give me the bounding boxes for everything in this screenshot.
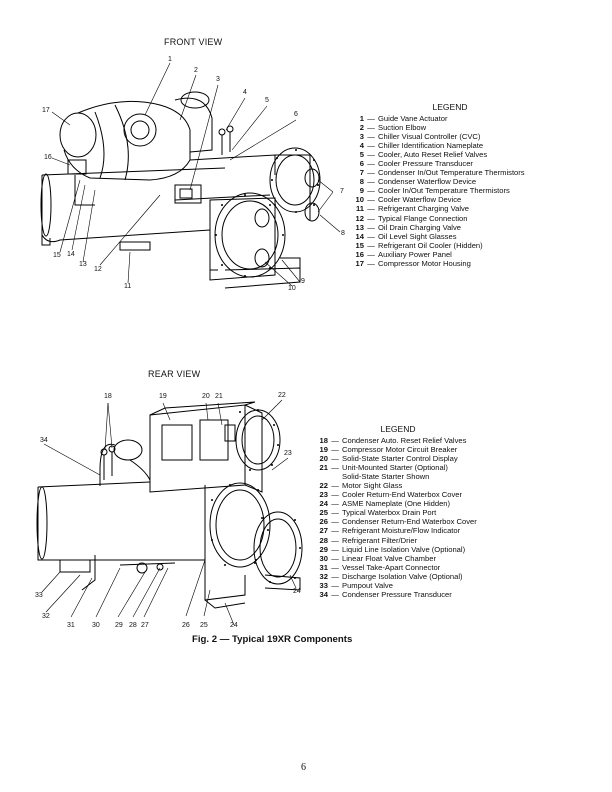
legend-row: 28—Refrigerant Filter/Drier <box>319 535 418 545</box>
legend-row: 25—Typical Waterbox Drain Port <box>319 508 437 518</box>
legend-row: 29—Liquid Line Isolation Valve (Optional… <box>319 544 466 554</box>
legend-row: 8—Condenser Waterflow Device <box>359 177 477 187</box>
legend-row: 4—Chiller Identification Nameplate <box>359 141 484 151</box>
front-legend: 1—Guide Vane Actuator 2—Suction Elbow 3—… <box>352 114 525 268</box>
legend-row: 24—ASME Nameplate (One Hidden) <box>319 499 451 509</box>
callout-30: 30 <box>92 622 100 629</box>
callout-11: 11 <box>124 283 132 290</box>
legend-row: 20—Solid-State Starter Control Display <box>319 454 458 464</box>
callout-24-bottom: 24 <box>230 622 238 629</box>
callout-28: 28 <box>129 622 137 629</box>
legend-row: 6—Cooler Pressure Transducer <box>359 159 473 169</box>
legend-row: 30—Linear Float Valve Chamber <box>319 553 436 563</box>
callout-5: 5 <box>265 97 269 104</box>
rear-legend-title: LEGEND <box>380 424 416 434</box>
callout-21: 21 <box>215 393 223 400</box>
callout-16: 16 <box>44 154 52 161</box>
callout-19: 19 <box>159 393 167 400</box>
rear-legend: 18—Condenser Auto. Reset Relief Valves 1… <box>316 436 477 599</box>
callout-31: 31 <box>67 622 75 629</box>
callout-7: 7 <box>340 188 344 195</box>
legend-row: 9—Cooler In/Out Temperature Thermistors <box>359 186 510 196</box>
callout-8: 8 <box>341 230 345 237</box>
legend-row: 19—Compressor Motor Circuit Breaker <box>319 445 458 455</box>
legend-row: 11—Refrigerant Charging Valve <box>355 204 470 214</box>
legend-row: 3—Chiller Visual Controller (CVC) <box>359 132 481 142</box>
legend-row: 7—Condenser In/Out Temperature Thermisto… <box>359 168 525 178</box>
legend-row: 33—Pumpout Valve <box>319 580 393 590</box>
callout-34: 34 <box>40 437 48 444</box>
callout-24-right: 24 <box>293 588 301 595</box>
callout-1: 1 <box>168 56 172 63</box>
legend-row: 26—Condenser Return-End Waterbox Cover <box>319 517 477 527</box>
legend-row: 34—Condenser Pressure Transducer <box>319 589 452 599</box>
callout-2: 2 <box>194 67 198 74</box>
callout-6: 6 <box>294 111 298 118</box>
legend-row: 10—Cooler Waterflow Device <box>355 195 462 205</box>
callout-20: 20 <box>202 393 210 400</box>
callout-22: 22 <box>278 392 286 399</box>
callout-29: 29 <box>115 622 123 629</box>
rear-view-title: REAR VIEW <box>148 369 201 379</box>
front-legend-title: LEGEND <box>432 102 468 112</box>
callout-18: 18 <box>104 393 112 400</box>
legend-row: 2—Suction Elbow <box>359 123 427 133</box>
callout-13: 13 <box>79 261 87 268</box>
callout-32: 32 <box>42 613 50 620</box>
legend-row: 23—Cooler Return-End Waterbox Cover <box>319 490 463 500</box>
legend-row: 27—Refrigerant Moisture/Flow Indicator <box>319 526 461 536</box>
callout-27: 27 <box>141 622 149 629</box>
callout-26: 26 <box>182 622 190 629</box>
callout-4: 4 <box>243 89 247 96</box>
legend-row: 16—Auxiliary Power Panel <box>355 249 452 259</box>
callout-10: 10 <box>288 285 296 292</box>
front-view-title: FRONT VIEW <box>164 37 223 47</box>
page-number: 6 <box>301 762 306 773</box>
callout-23: 23 <box>284 450 292 457</box>
legend-row: 14—Oil Level Sight Glasses <box>355 231 457 241</box>
legend-row: 5—Cooler, Auto Reset Relief Valves <box>359 150 488 160</box>
callout-17: 17 <box>42 107 50 114</box>
callout-14: 14 <box>67 251 75 258</box>
callout-9: 9 <box>301 278 305 285</box>
legend-row: 22—Motor Sight Glass <box>319 481 403 491</box>
legend-row: 31—Vessel Take-Apart Connector <box>319 562 441 572</box>
legend-row: —Solid-State Starter Shown <box>342 472 430 482</box>
legend-row: 15—Refrigerant Oil Cooler (Hidden) <box>355 240 483 250</box>
figure-caption: Fig. 2 — Typical 19XR Components <box>192 634 353 645</box>
legend-row: 1—Guide Vane Actuator <box>359 114 448 123</box>
legend-row: 13—Oil Drain Charging Valve <box>355 222 462 232</box>
callout-3: 3 <box>216 76 220 83</box>
legend-row: 32—Discharge Isolation Valve (Optional) <box>319 571 463 581</box>
legend-row: 21—Unit-Mounted Starter (Optional) <box>319 463 448 473</box>
legend-row: 12—Typical Flange Connection <box>355 213 468 223</box>
callout-12: 12 <box>94 266 102 273</box>
callout-15: 15 <box>53 252 61 259</box>
legend-row: 17—Compressor Motor Housing <box>355 258 471 268</box>
callout-25: 25 <box>200 622 208 629</box>
legend-row: 18—Condenser Auto. Reset Relief Valves <box>319 436 467 445</box>
callout-33: 33 <box>35 592 43 599</box>
